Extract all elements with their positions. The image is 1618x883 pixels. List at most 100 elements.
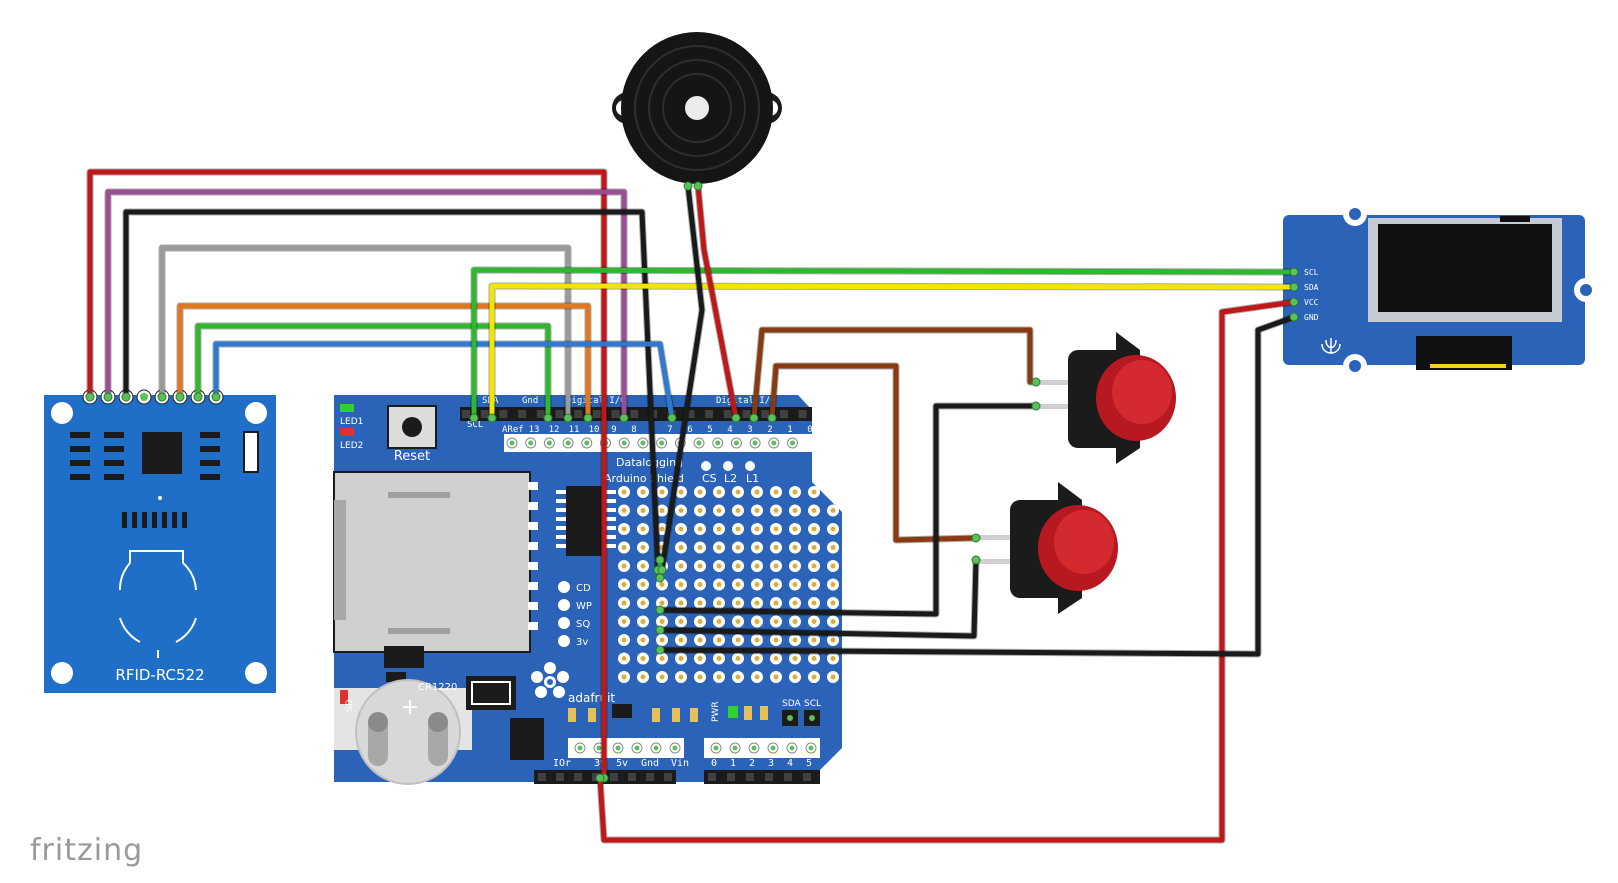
proto-hole-center xyxy=(678,545,684,550)
proto-hole-center xyxy=(792,619,798,624)
digital-io-right-label: Digital I/O xyxy=(716,396,776,406)
ic-leg xyxy=(556,490,566,494)
pin-number-label: 0 xyxy=(807,425,812,435)
oled-pin-label: SCL xyxy=(1304,268,1319,277)
analog-pin-label: 4 xyxy=(787,758,793,769)
pin-number-label: 10 xyxy=(589,425,600,435)
proto-hole-center xyxy=(697,656,703,661)
ic-leg xyxy=(556,499,566,503)
header-pin xyxy=(628,773,636,781)
proto-hole-center xyxy=(830,600,836,606)
header-pin xyxy=(574,773,582,781)
pwr-label: PWR xyxy=(711,701,721,722)
wire-black-button2-end xyxy=(971,555,981,565)
pad-dot xyxy=(752,440,758,446)
ic-leg xyxy=(606,490,616,494)
wire-red-oled-vcc xyxy=(597,299,1295,843)
power-pin-label: Gnd xyxy=(641,758,659,769)
proto-hole-center xyxy=(792,508,798,513)
proto-hole-center xyxy=(792,600,798,606)
pin-number-label: 7 xyxy=(667,425,672,435)
proto-hole-center xyxy=(678,674,684,680)
header-pin xyxy=(646,773,654,781)
proto-hole-center xyxy=(830,545,836,550)
proto-hole-center xyxy=(735,637,741,643)
wire-brown-button1-end xyxy=(749,413,759,423)
proto-hole-center xyxy=(697,637,703,643)
proto-hole-center xyxy=(621,563,627,569)
piezo-buzzer xyxy=(612,32,782,184)
pad-dot xyxy=(546,440,552,446)
proto-hole-center xyxy=(754,656,760,661)
header-pin xyxy=(727,773,735,781)
proto-hole-center xyxy=(811,563,817,569)
proto-hole-center xyxy=(773,600,779,606)
pin-number-label: 9 xyxy=(611,425,616,435)
pad-dot xyxy=(528,440,534,446)
ic-leg xyxy=(556,544,566,548)
header-pin xyxy=(798,410,807,418)
proto-hole-center xyxy=(811,526,817,532)
proto-hole-center xyxy=(678,563,684,569)
adafruit-label: adafruit xyxy=(568,691,615,705)
proto-hole-center xyxy=(621,656,627,661)
pad-dot xyxy=(659,440,665,446)
proto-hole-center xyxy=(792,637,798,643)
pin-number-label: 1 xyxy=(787,425,792,435)
proto-hole-center xyxy=(621,582,627,587)
wire-black-oled-gnd-end xyxy=(655,645,665,655)
3v-label: 3v xyxy=(576,637,588,648)
ic-leg xyxy=(556,535,566,539)
smd-component xyxy=(760,706,768,720)
fritzing-logo: fritzing xyxy=(30,833,143,868)
push-button-2 xyxy=(978,482,1118,614)
proto-hole-center xyxy=(735,600,741,606)
proto-hole-center xyxy=(659,600,665,606)
proto-hole-center xyxy=(621,489,627,495)
proto-hole-center xyxy=(659,526,665,532)
proto-hole-center xyxy=(716,582,722,587)
proto-hole-center xyxy=(697,563,703,569)
header-pin xyxy=(761,410,770,418)
l2-label: L2 xyxy=(724,472,737,485)
wire-yellow-sda-end xyxy=(1289,282,1299,292)
wire-gray-rfid xyxy=(159,245,571,418)
pad-dot xyxy=(584,440,590,446)
proto-hole-center xyxy=(792,656,798,661)
scl-label: SCL xyxy=(467,420,483,430)
header-pin xyxy=(784,773,792,781)
ic-leg xyxy=(556,526,566,530)
wire-green-scl-end xyxy=(469,413,479,423)
proto-hole-center xyxy=(678,582,684,587)
smd-component xyxy=(744,706,752,720)
header-pin xyxy=(518,410,527,418)
proto-hole-center xyxy=(735,508,741,513)
sq-label: SQ xyxy=(576,619,590,630)
proto-hole-center xyxy=(640,619,646,624)
proto-hole-center xyxy=(716,637,722,643)
analog-pin-label: 2 xyxy=(749,758,755,769)
proto-hole-center xyxy=(640,600,646,606)
wire-black-button1 xyxy=(659,403,1036,617)
pad-dot xyxy=(596,745,602,751)
pin-number-label: 12 xyxy=(549,425,560,435)
proto-hole-center xyxy=(621,600,627,606)
proto-hole-center xyxy=(735,563,741,569)
ic-leg xyxy=(606,535,616,539)
adafruit-flower-icon xyxy=(531,662,569,698)
proto-hole-center xyxy=(811,489,817,495)
analog-pin-label: 0 xyxy=(711,758,717,769)
proto-hole-center xyxy=(697,600,703,606)
proto-hole-center xyxy=(678,508,684,513)
proto-hole-center xyxy=(735,489,741,495)
pad-dot xyxy=(634,745,640,751)
proto-hole-center xyxy=(773,619,779,624)
pad-dot xyxy=(672,745,678,751)
proto-hole-center xyxy=(735,545,741,550)
wire-green-rfid-end xyxy=(543,413,553,423)
oled-pin-label: SDA xyxy=(1304,283,1319,292)
proto-hole-center xyxy=(754,637,760,643)
header-pin xyxy=(480,410,489,418)
analog-in-label: Analog In xyxy=(740,786,789,796)
proto-hole-center xyxy=(754,619,760,624)
